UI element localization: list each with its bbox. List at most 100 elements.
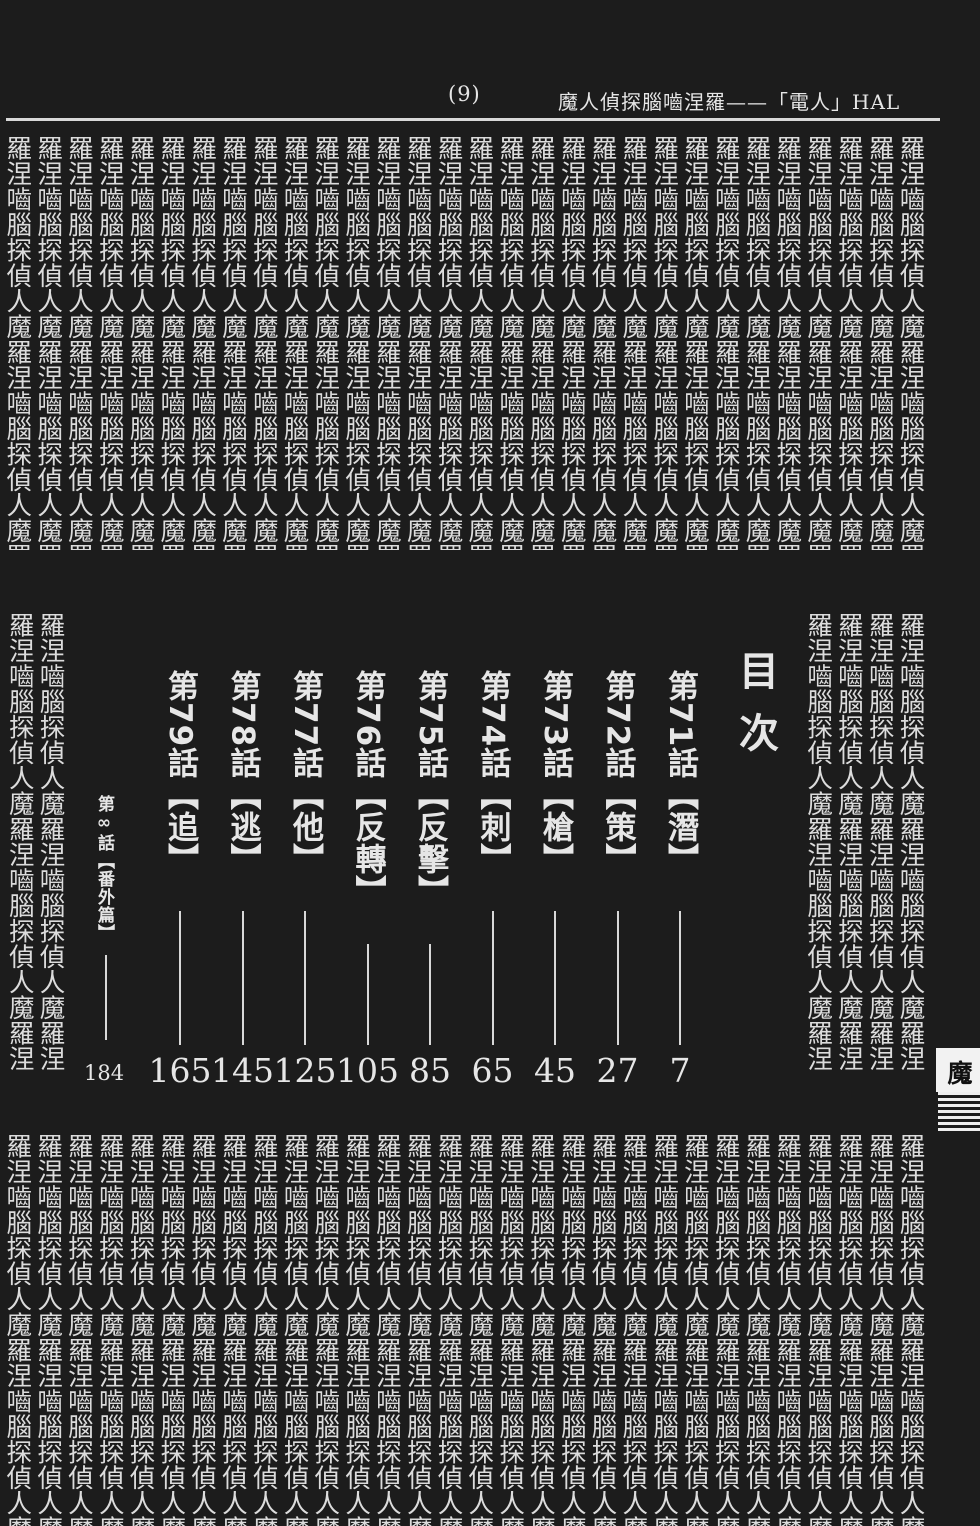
toc-entry-title: 第71話【潛】 — [662, 670, 698, 876]
pattern-column: 羅涅嚙腦探偵人魔羅涅嚙腦探偵人魔羅涅 — [771, 1133, 802, 1526]
toc-entry-page: 165 — [148, 1051, 212, 1090]
toc-entry[interactable]: 第76話【反轉】105 — [336, 670, 399, 1090]
toc-entry-page: 105 — [336, 1051, 399, 1090]
pattern-band-middle-left: 羅涅嚙腦探偵人魔羅涅嚙腦探偵人魔羅涅嚙腦探羅涅嚙腦探偵人魔羅涅嚙腦探偵人魔羅涅嚙… — [0, 612, 66, 1072]
pattern-band-bottom: 羅涅嚙腦探偵人魔羅涅嚙腦探偵人魔羅涅羅涅嚙腦探偵人魔羅涅嚙腦探偵人魔羅涅羅涅嚙腦… — [0, 1133, 925, 1526]
pattern-column: 羅涅嚙腦探偵人魔羅涅嚙腦探偵人魔羅涅嚙 — [771, 135, 802, 550]
leader-line — [304, 911, 306, 1045]
pattern-column: 羅涅嚙腦探偵人魔羅涅嚙腦探偵人魔羅涅 — [864, 1133, 895, 1526]
leader-line — [179, 911, 181, 1045]
toc-entry[interactable]: 第79話【追】 165 — [149, 670, 212, 1090]
pattern-column: 羅涅嚙腦探偵人魔羅涅嚙腦探偵人魔羅涅 — [309, 1133, 340, 1526]
pattern-column: 羅涅嚙腦探偵人魔羅涅嚙腦探偵人魔羅涅嚙 — [741, 135, 771, 550]
toc-entry[interactable]: 第75話【反擊】 85 — [405, 670, 455, 1090]
pattern-column: 羅涅嚙腦探偵人魔羅涅嚙腦探偵人魔羅涅嚙 — [587, 135, 617, 550]
pattern-column: 羅涅嚙腦探偵人魔羅涅嚙腦探偵人魔羅涅嚙 — [679, 135, 710, 550]
pattern-column: 羅涅嚙腦探偵人魔羅涅嚙腦探偵人魔羅涅 — [1, 1133, 32, 1526]
toc-entry-page: 184 — [84, 1061, 125, 1085]
leader-line — [105, 955, 107, 1040]
pattern-column: 羅涅嚙腦探偵人魔羅涅嚙腦探偵人魔羅涅 — [494, 1133, 525, 1526]
side-tab-label: 魔 — [944, 1060, 973, 1085]
pattern-column: 羅涅嚙腦探偵人魔羅涅嚙腦探偵人魔羅涅 — [802, 1133, 833, 1526]
pattern-column: 羅涅嚙腦探偵人魔羅涅嚙腦探偵人魔羅涅 — [679, 1133, 710, 1526]
pattern-column: 羅涅嚙腦探偵人魔羅涅嚙腦探偵人魔羅涅 — [279, 1133, 309, 1526]
pattern-column: 羅涅嚙腦探偵人魔羅涅嚙腦探偵人魔羅涅嚙 — [617, 135, 648, 550]
toc-entry-title: 第73話【槍】 — [537, 670, 573, 876]
pattern-column: 羅涅嚙腦探偵人魔羅涅嚙腦探偵人魔羅涅嚙 — [433, 135, 463, 550]
pattern-column: 羅涅嚙腦探偵人魔羅涅嚙腦探偵人魔羅涅 — [648, 1133, 679, 1526]
toc-entry[interactable]: 第74話【刺】65 — [468, 670, 518, 1090]
pattern-column: 羅涅嚙腦探偵人魔羅涅嚙腦探偵人魔羅涅嚙腦探 — [4, 612, 35, 1072]
pattern-column: 羅涅嚙腦探偵人魔羅涅嚙腦探偵人魔羅涅 — [32, 1133, 63, 1526]
toc-entry-page: 27 — [596, 1051, 639, 1090]
leader-line — [554, 911, 556, 1045]
pattern-column: 羅涅嚙腦探偵人魔羅涅嚙腦探偵人魔羅涅 — [741, 1133, 771, 1526]
pattern-band-middle-right: 羅涅嚙腦探偵人魔羅涅嚙腦探偵人魔羅涅嚙腦探羅涅嚙腦探偵人魔羅涅嚙腦探偵人魔羅涅嚙… — [795, 612, 925, 1072]
pattern-column: 羅涅嚙腦探偵人魔羅涅嚙腦探偵人魔羅涅嚙 — [525, 135, 556, 550]
toc-entry-title: 第78話【逃】 — [224, 670, 261, 876]
leader-line — [429, 944, 431, 1045]
toc-entry-title: 第72話【策】 — [599, 670, 636, 876]
pattern-column: 羅涅嚙腦探偵人魔羅涅嚙腦探偵人魔羅涅嚙 — [63, 135, 94, 550]
toc-entry[interactable]: 第78話【逃】 145 — [211, 670, 274, 1090]
pattern-column: 羅涅嚙腦探偵人魔羅涅嚙腦探偵人魔羅涅嚙 — [463, 135, 494, 550]
pattern-column: 羅涅嚙腦探偵人魔羅涅嚙腦探偵人魔羅涅 — [525, 1133, 556, 1526]
pattern-column: 羅涅嚙腦探偵人魔羅涅嚙腦探偵人魔羅涅 — [833, 1133, 864, 1526]
pattern-column: 羅涅嚙腦探偵人魔羅涅嚙腦探偵人魔羅涅嚙腦探 — [833, 612, 864, 1072]
pattern-column: 羅涅嚙腦探偵人魔羅涅嚙腦探偵人魔羅涅 — [217, 1133, 248, 1526]
pattern-column: 羅涅嚙腦探偵人魔羅涅嚙腦探偵人魔羅涅 — [463, 1133, 494, 1526]
toc-entry-title: 第77話【他】 — [287, 670, 323, 876]
toc-entry-page: 145 — [211, 1051, 274, 1090]
pattern-column: 羅涅嚙腦探偵人魔羅涅嚙腦探偵人魔羅涅嚙腦探 — [895, 612, 925, 1072]
leader-line — [679, 911, 681, 1045]
pattern-column: 羅涅嚙腦探偵人魔羅涅嚙腦探偵人魔羅涅嚙 — [371, 135, 402, 550]
pattern-column: 羅涅嚙腦探偵人魔羅涅嚙腦探偵人魔羅涅 — [556, 1133, 587, 1526]
pattern-column: 羅涅嚙腦探偵人魔羅涅嚙腦探偵人魔羅涅 — [248, 1133, 279, 1526]
toc-entry[interactable]: 第72話【策】 27 — [593, 670, 643, 1090]
pattern-column: 羅涅嚙腦探偵人魔羅涅嚙腦探偵人魔羅涅嚙 — [864, 135, 895, 550]
pattern-column: 羅涅嚙腦探偵人魔羅涅嚙腦探偵人魔羅涅嚙 — [1, 135, 32, 550]
pattern-column: 羅涅嚙腦探偵人魔羅涅嚙腦探偵人魔羅涅嚙 — [402, 135, 433, 550]
page-number: (9) — [448, 82, 481, 106]
pattern-column: 羅涅嚙腦探偵人魔羅涅嚙腦探偵人魔羅涅 — [402, 1133, 433, 1526]
pattern-column: 羅涅嚙腦探偵人魔羅涅嚙腦探偵人魔羅涅嚙 — [186, 135, 217, 550]
pattern-column: 羅涅嚙腦探偵人魔羅涅嚙腦探偵人魔羅涅嚙 — [802, 135, 833, 550]
pattern-column: 羅涅嚙腦探偵人魔羅涅嚙腦探偵人魔羅涅 — [895, 1133, 925, 1526]
pattern-column: 羅涅嚙腦探偵人魔羅涅嚙腦探偵人魔羅涅 — [155, 1133, 186, 1526]
toc-entry[interactable]: 第77話【他】125 — [274, 670, 337, 1090]
pattern-column: 羅涅嚙腦探偵人魔羅涅嚙腦探偵人魔羅涅嚙 — [125, 135, 155, 550]
pattern-column: 羅涅嚙腦探偵人魔羅涅嚙腦探偵人魔羅涅 — [371, 1133, 402, 1526]
pattern-column: 羅涅嚙腦探偵人魔羅涅嚙腦探偵人魔羅涅嚙腦探 — [802, 612, 833, 1072]
pattern-column: 羅涅嚙腦探偵人魔羅涅嚙腦探偵人魔羅涅嚙 — [556, 135, 587, 550]
pattern-column: 羅涅嚙腦探偵人魔羅涅嚙腦探偵人魔羅涅嚙 — [155, 135, 186, 550]
toc-entry-bonus[interactable]: 第∞話【番外篇】 184 — [84, 795, 128, 1085]
toc-entry-page: 7 — [669, 1051, 691, 1090]
pattern-column: 羅涅嚙腦探偵人魔羅涅嚙腦探偵人魔羅涅嚙 — [279, 135, 309, 550]
toc-entry-title: 第79話【追】 — [162, 670, 198, 876]
header-rule — [6, 118, 940, 121]
toc-entry[interactable]: 第71話【潛】 7 — [655, 670, 705, 1090]
header-title: 魔人偵探腦嚙涅羅——「電人」HAL — [558, 90, 901, 114]
toc-entry-page: 45 — [534, 1051, 576, 1090]
leader-line — [491, 911, 494, 1045]
pattern-column: 羅涅嚙腦探偵人魔羅涅嚙腦探偵人魔羅涅嚙腦探 — [864, 612, 895, 1072]
toc-entry-title: 第74話【刺】 — [474, 670, 511, 876]
pattern-column: 羅涅嚙腦探偵人魔羅涅嚙腦探偵人魔羅涅嚙 — [710, 135, 741, 550]
pattern-band-top: 羅涅嚙腦探偵人魔羅涅嚙腦探偵人魔羅涅嚙羅涅嚙腦探偵人魔羅涅嚙腦探偵人魔羅涅嚙羅涅… — [0, 135, 925, 550]
toc-entry-page: 85 — [409, 1051, 451, 1090]
pattern-column: 羅涅嚙腦探偵人魔羅涅嚙腦探偵人魔羅涅 — [433, 1133, 463, 1526]
toc-entry-title: 第75話【反擊】 — [412, 670, 448, 908]
pattern-column: 羅涅嚙腦探偵人魔羅涅嚙腦探偵人魔羅涅嚙 — [895, 135, 925, 550]
pattern-column: 羅涅嚙腦探偵人魔羅涅嚙腦探偵人魔羅涅 — [587, 1133, 617, 1526]
toc-entry[interactable]: 第73話【槍】 45 — [530, 670, 580, 1090]
pattern-column: 羅涅嚙腦探偵人魔羅涅嚙腦探偵人魔羅涅 — [340, 1133, 371, 1526]
pattern-column: 羅涅嚙腦探偵人魔羅涅嚙腦探偵人魔羅涅 — [63, 1133, 94, 1526]
pattern-column: 羅涅嚙腦探偵人魔羅涅嚙腦探偵人魔羅涅 — [186, 1133, 217, 1526]
leader-line — [366, 944, 369, 1045]
side-tab — [936, 1048, 980, 1092]
pattern-column: 羅涅嚙腦探偵人魔羅涅嚙腦探偵人魔羅涅嚙 — [248, 135, 279, 550]
toc-heading: 目次 — [732, 650, 779, 774]
pattern-column: 羅涅嚙腦探偵人魔羅涅嚙腦探偵人魔羅涅嚙腦探 — [35, 612, 65, 1072]
pattern-column: 羅涅嚙腦探偵人魔羅涅嚙腦探偵人魔羅涅嚙 — [94, 135, 125, 550]
